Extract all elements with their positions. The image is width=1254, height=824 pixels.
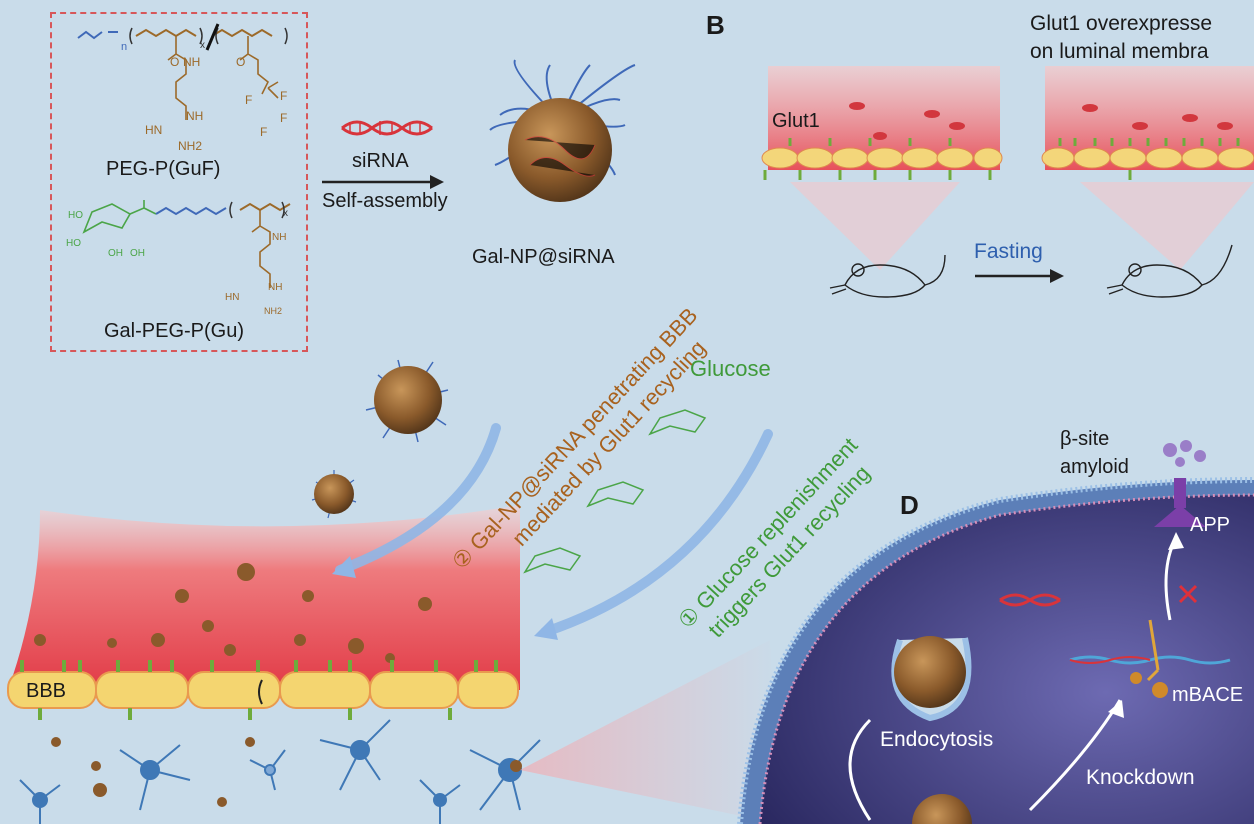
polymer1-label: PEG-P(GuF) <box>106 158 221 180</box>
panel-d-cell <box>737 440 1254 824</box>
chem-x-1: x <box>200 40 205 51</box>
chem-x-2: x <box>283 208 288 219</box>
gal-np-sirna-particle <box>489 59 636 202</box>
zoom-beam <box>520 640 780 824</box>
polymer2-label: Gal-PEG-P(Gu) <box>104 320 245 342</box>
chem-f-2: F <box>280 89 287 103</box>
chem-nh-1: NH <box>183 55 200 69</box>
brain-neurons <box>19 719 541 824</box>
amyloid-label: amyloid <box>1060 456 1129 478</box>
beta-site-label: β-site <box>1060 428 1110 450</box>
chem-oh-2: OH <box>130 248 145 259</box>
glucose-molecules <box>523 409 707 574</box>
step1-arrow <box>534 429 773 640</box>
panel-b-vessel-normal <box>761 66 1003 270</box>
chem-ho-2: HO <box>66 238 81 249</box>
self-assembly-arrow <box>322 175 444 189</box>
mouse-icon-fasting <box>1106 244 1233 298</box>
sirna-label: siRNA <box>352 150 409 172</box>
polymer-structures-box <box>50 12 308 352</box>
chem-ho-1: HO <box>68 210 83 221</box>
chem-oh-1: OH <box>108 248 123 259</box>
chem-o-1: O <box>170 55 179 69</box>
app-label: APP <box>1190 514 1231 536</box>
floating-nanoparticles <box>311 359 449 519</box>
chem-hn-2: HN <box>225 292 239 303</box>
glut1-label: Glut1 <box>772 110 820 132</box>
brain-particles <box>51 737 522 807</box>
sirna-helix-icon <box>341 120 433 136</box>
glucose-label: Glucose <box>690 356 771 381</box>
mbace-label: mBACE <box>1172 684 1244 706</box>
chem-nh-4: NH <box>268 282 282 293</box>
fasting-label: Fasting <box>974 240 1043 263</box>
endocytosis-label: Endocytosis <box>880 728 994 751</box>
chem-nh-2: NH <box>186 109 203 123</box>
fasting-arrow <box>975 269 1064 283</box>
peg-p-guf-structure: O NH NH HN NH2 O F F F F n x <box>77 23 288 153</box>
panel-b-letter: B <box>706 10 725 40</box>
chem-nh2-2: NH2 <box>264 306 282 316</box>
chem-f-3: F <box>280 111 287 125</box>
bbb-vessel <box>7 505 520 720</box>
bbb-label: BBB <box>26 680 67 702</box>
panel-b-title-line2: on luminal membra <box>1030 40 1209 63</box>
panel-d-letter: D <box>900 490 919 520</box>
panel-b-vessel-fasting <box>1041 66 1254 270</box>
chem-hn-1: HN <box>145 123 162 137</box>
chem-n-1: n <box>121 41 127 53</box>
gal-np-sirna-label: Gal-NP@siRNA <box>472 246 615 268</box>
mouse-icon-normal <box>829 254 946 298</box>
chem-f-1: F <box>245 93 252 107</box>
gal-peg-p-gu-structure: HO HO OH OH NH NH HN NH2 x <box>66 200 291 316</box>
knockdown-label: Knockdown <box>1086 766 1195 789</box>
step2-arrow <box>332 423 501 578</box>
chem-o-2: O <box>236 55 245 69</box>
chem-nh-3: NH <box>272 232 286 243</box>
chem-f-4: F <box>260 125 267 139</box>
chem-nh2-1: NH2 <box>178 139 202 153</box>
panel-b-title-line1: Glut1 overexpresse <box>1030 12 1213 35</box>
self-assembly-label: Self-assembly <box>322 190 448 212</box>
